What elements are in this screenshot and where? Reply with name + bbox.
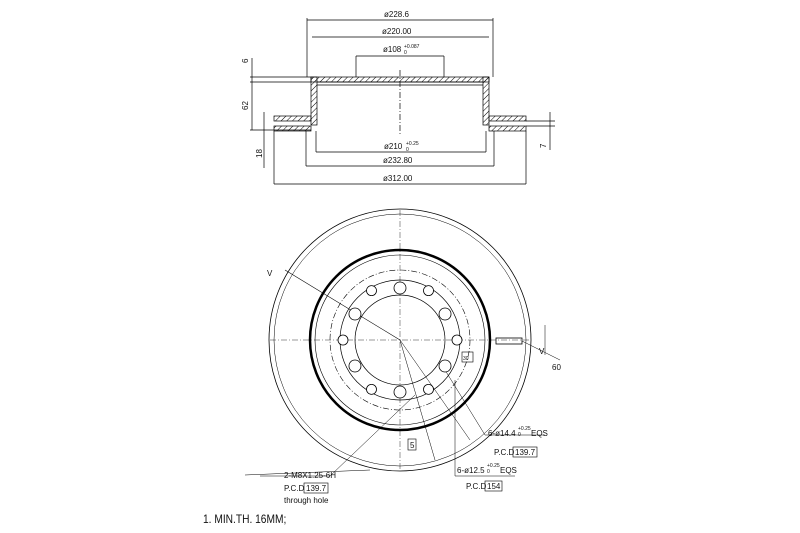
bolt-hole <box>393 385 407 399</box>
dim-d312: ø312.00 <box>383 174 413 183</box>
dim-d210: ø210 <box>384 142 403 151</box>
holes-b-label: 6-ø12.5 <box>457 466 485 475</box>
bolt-hole <box>423 285 434 297</box>
bolt-hole <box>423 383 434 395</box>
min-thickness-note: 1. MIN.TH. 16MM; <box>203 512 287 526</box>
front-view <box>244 208 561 477</box>
dim-d228: ø228.6 <box>384 10 409 19</box>
dim-h62: 62 <box>241 101 250 110</box>
bolt-hole <box>438 359 452 373</box>
dim-d108-tol-upper: +0.087 <box>404 44 420 50</box>
thread-note: through hole <box>284 496 329 505</box>
holes-a-pcd-label: P.C.D <box>494 448 515 457</box>
bolt-hole <box>451 334 463 346</box>
thread-pcd: 139.7 <box>306 484 327 493</box>
thread-pcd-label: P.C.D <box>284 484 305 493</box>
dim-d232: ø232.80 <box>383 156 413 165</box>
offset-5-label: 5 <box>410 441 415 450</box>
bolt-hole <box>366 285 377 297</box>
holes-b-suffix: EQS <box>500 466 517 475</box>
dim-d108-tol-lower: 0 <box>404 50 407 56</box>
dim-d108: ø108 <box>383 45 402 54</box>
holes-a-label: 6-ø14.4 <box>488 429 516 438</box>
bolt-holes <box>337 281 463 399</box>
holes-a-tol-upper: +0.25 <box>518 426 531 432</box>
holes-b-pcd: 154 <box>487 482 501 491</box>
bolt-hole <box>366 383 377 395</box>
dim-h7: 7 <box>539 143 548 148</box>
bolt-hole <box>348 307 362 321</box>
side-view-dimensions: ø228.6 ø220.00 ø108 +0.087 0 ø210 +0.25 … <box>241 10 548 183</box>
thread-label: 2-M8X1.25-6H <box>284 471 336 480</box>
bolt-hole <box>337 334 349 346</box>
dim-h6: 6 <box>241 58 250 63</box>
angle-60-label: 60 <box>552 363 561 372</box>
holes-b-pcd-label: P.C.D <box>466 482 487 491</box>
bolt-hole <box>348 359 362 373</box>
angle-30-label: 30 <box>463 356 469 362</box>
bolt-hole <box>438 307 452 321</box>
holes-a-tol-lower: 0 <box>518 432 521 438</box>
bolt-hole <box>393 281 407 295</box>
holes-b-tol-lower: 0 <box>487 469 490 475</box>
dim-d210-tol-lower: 0 <box>406 147 409 153</box>
dim-h18: 18 <box>255 149 264 158</box>
dim-d210-tol-upper: +0.25 <box>406 141 419 147</box>
section-v-label-1: V <box>267 269 273 278</box>
front-view-labels: V V 60 30 5 6-ø14.4 +0.25 0 EQS P.C.D 13… <box>267 269 561 505</box>
holes-a-suffix: EQS <box>531 429 548 438</box>
section-v-label-2: V <box>539 347 545 356</box>
holes-b-tol-upper: +0.25 <box>487 463 500 469</box>
side-section-view <box>250 18 555 185</box>
dim-d220: ø220.00 <box>382 27 412 36</box>
holes-a-pcd: 139.7 <box>515 448 536 457</box>
